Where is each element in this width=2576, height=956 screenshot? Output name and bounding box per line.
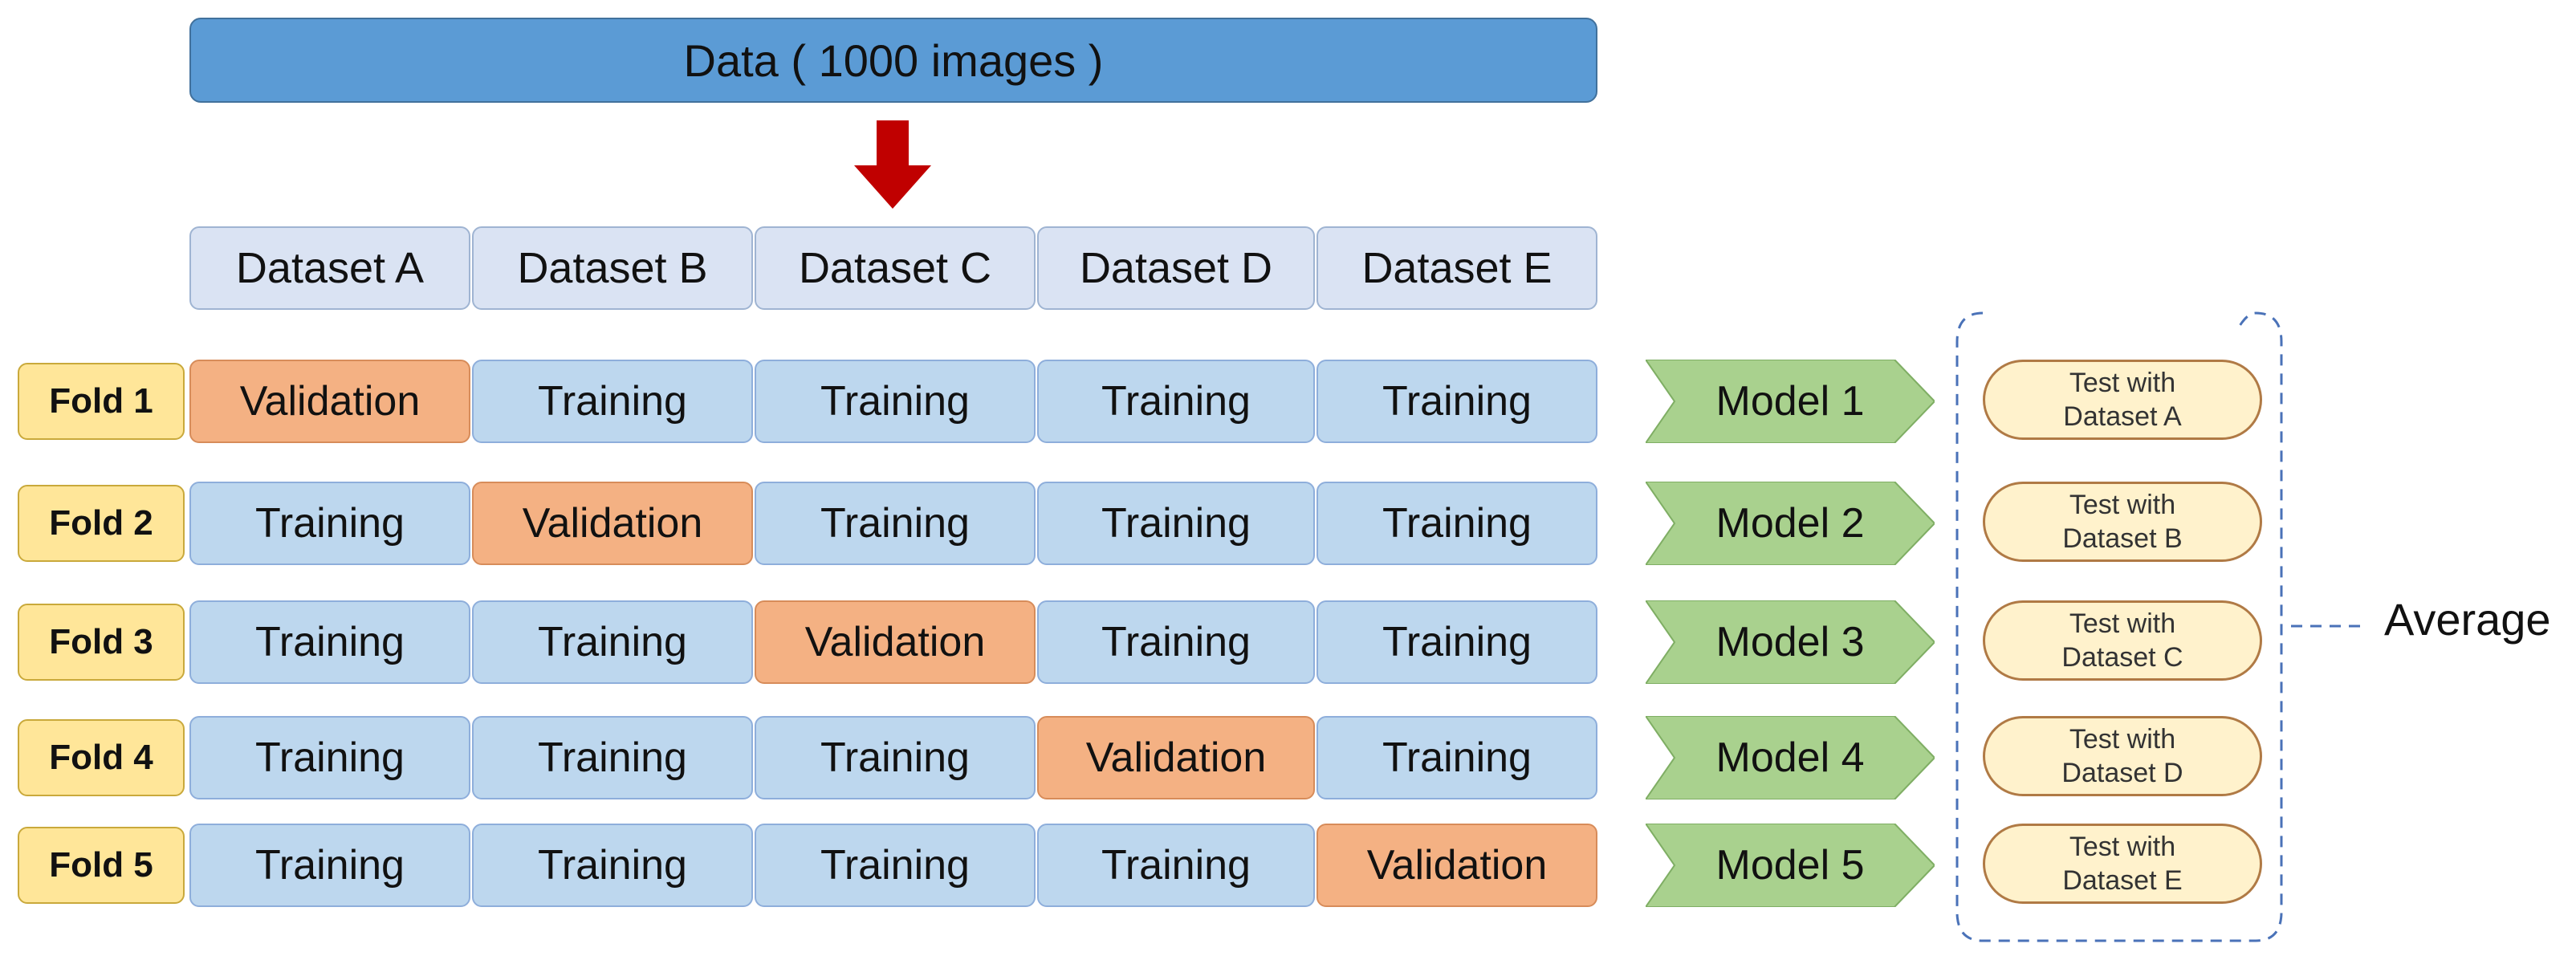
fold-cell: Training (472, 360, 753, 443)
model-label: Model 4 (1715, 734, 1865, 781)
fold-cell: Training (189, 824, 470, 907)
fold-label: Fold 1 (18, 363, 185, 440)
fold-cell: Training (1037, 824, 1315, 907)
fold-cell: Validation (1037, 716, 1315, 799)
model-arrow: Model 5 (1646, 824, 1935, 907)
average-label: Average (2384, 594, 2551, 645)
average-bracket (1955, 311, 2368, 942)
fold-cell: Training (755, 824, 1036, 907)
test-line: Dataset C (2061, 642, 2183, 673)
dataset-header-b: Dataset B (472, 226, 753, 310)
test-line: Test with (2069, 723, 2176, 755)
fold-cell: Training (1316, 482, 1597, 565)
test-line: Test with (2069, 489, 2176, 520)
fold-cell: Training (1316, 360, 1597, 443)
fold-cell: Validation (472, 482, 753, 565)
down-arrow-icon (854, 120, 931, 209)
fold-cell: Training (755, 482, 1036, 565)
fold-cell: Training (472, 824, 753, 907)
test-line: Dataset E (2062, 865, 2183, 896)
fold-cell: Training (472, 716, 753, 799)
fold-cell: Training (755, 716, 1036, 799)
model-label: Model 1 (1715, 378, 1865, 425)
fold-cell: Training (189, 600, 470, 684)
fold-cell: Training (189, 716, 470, 799)
test-line: Test with (2069, 367, 2176, 398)
data-bar: Data ( 1000 images ) (189, 18, 1597, 103)
fold-label: Fold 3 (18, 604, 185, 681)
fold-cell: Validation (189, 360, 470, 443)
test-line: Dataset D (2061, 758, 2183, 788)
dataset-header-e: Dataset E (1316, 226, 1597, 310)
model-arrow: Model 4 (1646, 716, 1935, 799)
test-line: Test with (2069, 831, 2176, 862)
fold-cell: Training (1037, 482, 1315, 565)
dataset-header-d: Dataset D (1037, 226, 1315, 310)
test-line: Test with (2069, 608, 2176, 639)
fold-label: Fold 2 (18, 485, 185, 562)
fold-cell: Validation (1316, 824, 1597, 907)
fold-label: Fold 4 (18, 719, 185, 796)
model-label: Model 3 (1715, 619, 1865, 665)
dataset-header-c: Dataset C (755, 226, 1036, 310)
fold-cell: Training (755, 360, 1036, 443)
test-line: Dataset B (2062, 523, 2183, 554)
model-arrow: Model 1 (1646, 360, 1935, 443)
fold-cell: Training (472, 600, 753, 684)
fold-cell: Training (1316, 716, 1597, 799)
fold-label: Fold 5 (18, 827, 185, 904)
model-label: Model 5 (1715, 842, 1865, 889)
test-line: Dataset A (2063, 401, 2182, 432)
fold-cell: Training (189, 482, 470, 565)
fold-cell: Training (1037, 360, 1315, 443)
dataset-header-a: Dataset A (189, 226, 470, 310)
model-arrow: Model 3 (1646, 600, 1935, 684)
fold-cell: Training (1316, 600, 1597, 684)
model-label: Model 2 (1715, 500, 1865, 547)
fold-cell: Training (1037, 600, 1315, 684)
fold-cell: Validation (755, 600, 1036, 684)
model-arrow: Model 2 (1646, 482, 1935, 565)
